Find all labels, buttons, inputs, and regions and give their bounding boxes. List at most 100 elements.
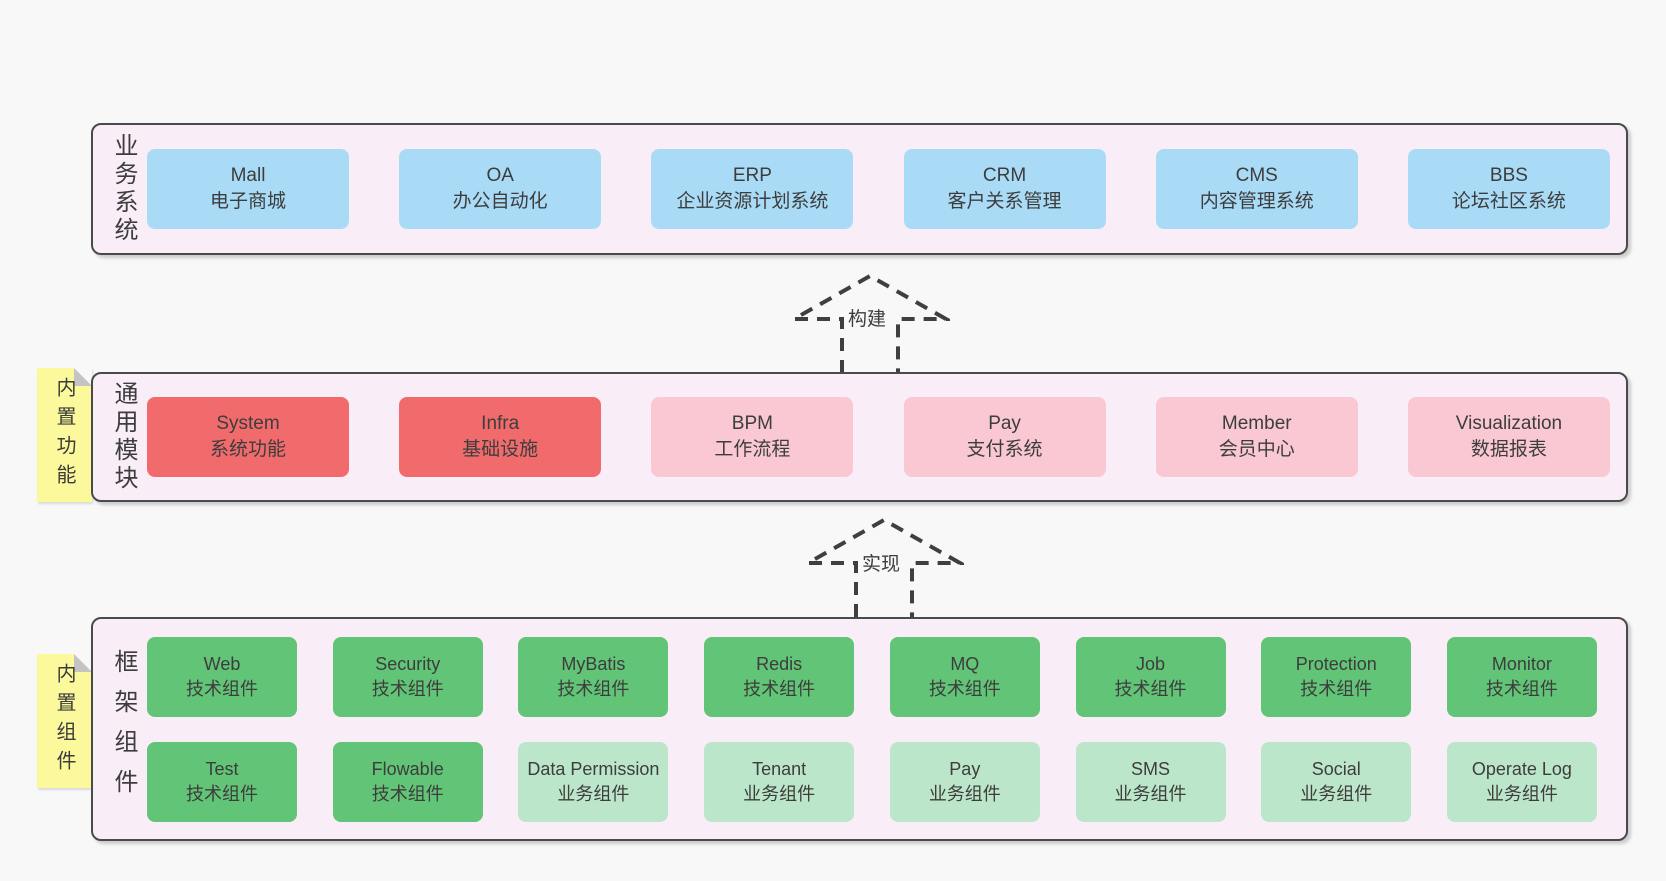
module-desc: 内容管理系统	[1199, 191, 1314, 212]
band-label-business-systems: 业务系统	[110, 133, 137, 245]
module-desc: 电子商城	[209, 191, 286, 212]
module-box-crm: CRM 客户关系管理	[903, 149, 1106, 229]
arrow-outline	[790, 273, 950, 373]
module-box-system: System 系统功能	[147, 397, 349, 477]
dashed-up-arrow-build	[790, 273, 950, 373]
sticky-note-text: 内置组件	[53, 663, 75, 779]
module-box-protection: Protection 技术组件	[1261, 636, 1412, 717]
module-desc: 业务组件	[1300, 783, 1373, 804]
module-desc: 技术组件	[743, 678, 816, 699]
folded-corner-icon	[74, 654, 92, 672]
module-desc: 工作流程	[714, 439, 791, 460]
module-box-flowable: Flowable 技术组件	[332, 741, 483, 822]
module-box-data-permission: Data Permission 业务组件	[518, 741, 669, 822]
module-desc: 技术组件	[1300, 678, 1373, 699]
module-name: Operate Log	[1471, 758, 1572, 779]
arrow-outline	[804, 517, 964, 617]
module-desc: 数据报表	[1470, 439, 1547, 460]
module-desc: 论坛社区系统	[1451, 191, 1566, 212]
module-box-web: Web 技术组件	[147, 636, 297, 717]
module-box-oa: OA 办公自动化	[399, 149, 602, 229]
module-name: CRM	[982, 165, 1027, 186]
module-name: MyBatis	[561, 653, 626, 674]
module-name: Flowable	[371, 758, 444, 779]
module-box-monitor: Monitor 技术组件	[1446, 636, 1597, 717]
module-box-pay: Pay 业务组件	[889, 741, 1040, 822]
module-name: Redis	[756, 653, 803, 674]
module-desc: 客户关系管理	[947, 191, 1062, 212]
module-name: Protection	[1295, 653, 1377, 674]
module-name: Pay	[949, 758, 981, 779]
module-desc: 企业资源计划系统	[676, 191, 829, 212]
module-box-redis: Redis 技术组件	[704, 636, 855, 717]
module-box-mybatis: MyBatis 技术组件	[518, 636, 669, 717]
module-desc: 业务组件	[743, 783, 816, 804]
module-name: CMS	[1235, 165, 1278, 186]
module-box-cms: CMS 内容管理系统	[1155, 149, 1358, 229]
module-desc: 支付系统	[966, 439, 1043, 460]
sticky-note-built-in-components: 内置组件	[37, 654, 92, 788]
folded-corner-icon	[74, 368, 92, 386]
module-name: Monitor	[1491, 653, 1552, 674]
module-name: System	[216, 413, 280, 434]
sticky-note-text: 内置功能	[53, 377, 75, 493]
module-name: Visualization	[1455, 413, 1563, 434]
module-name: Member	[1221, 413, 1292, 434]
module-name: Tenant	[752, 758, 807, 779]
module-name: Pay	[988, 413, 1021, 434]
dashed-up-arrow-implement	[804, 517, 964, 617]
module-name: OA	[486, 165, 514, 186]
module-name: Job	[1136, 653, 1166, 674]
box-row: Mall 电子商城 OA 办公自动化 ERP 企业资源计划系统 CRM 客户关系管理 CMS 内容…	[147, 149, 1610, 229]
module-name: Infra	[481, 413, 520, 434]
module-desc: 会员中心	[1218, 439, 1295, 460]
band-business-boxes: Mall 电子商城 OA 办公自动化 ERP 企业资源计划系统 CRM 客户关系管理 CMS 内容…	[147, 125, 1610, 253]
module-desc: 办公自动化	[452, 191, 548, 212]
module-box-operate-log: Operate Log 业务组件	[1446, 741, 1597, 822]
module-name: SMS	[1131, 758, 1171, 779]
module-desc: 系统功能	[209, 439, 286, 460]
band-label-framework-components: 框架组件	[110, 649, 137, 809]
module-name: Social	[1311, 758, 1361, 779]
module-box-visualization: Visualization 数据报表	[1407, 397, 1610, 477]
module-desc: 基础设施	[462, 439, 539, 460]
module-box-member: Member 会员中心	[1155, 397, 1358, 477]
module-name: Web	[203, 653, 241, 674]
module-box-erp: ERP 企业资源计划系统	[651, 149, 854, 229]
band-label-common-modules: 通用模块	[110, 381, 137, 493]
module-box-infra: Infra 基础设施	[399, 397, 602, 477]
module-box-social: Social 业务组件	[1261, 741, 1412, 822]
module-desc: 技术组件	[186, 678, 258, 699]
arrow-label-build: 构建	[845, 303, 890, 332]
module-name: Mall	[230, 165, 266, 186]
module-name: BBS	[1489, 165, 1528, 186]
module-desc: 技术组件	[928, 678, 1001, 699]
module-name: ERP	[732, 165, 772, 186]
module-name: Data Permission	[527, 758, 660, 779]
module-box-bbs: BBS 论坛社区系统	[1407, 149, 1610, 229]
module-box-pay: Pay 支付系统	[903, 397, 1106, 477]
module-desc: 技术组件	[186, 783, 258, 804]
module-desc: 业务组件	[1114, 783, 1187, 804]
module-desc: 技术组件	[371, 783, 444, 804]
module-desc: 业务组件	[1485, 783, 1558, 804]
module-box-sms: SMS 业务组件	[1075, 741, 1226, 822]
module-desc: 业务组件	[928, 783, 1001, 804]
module-desc: 技术组件	[557, 678, 630, 699]
module-desc: 业务组件	[557, 783, 630, 804]
sticky-note-built-in-features: 内置功能	[37, 368, 92, 502]
module-desc: 技术组件	[1485, 678, 1558, 699]
module-name: MQ	[950, 653, 980, 674]
module-box-mall: Mall 电子商城	[147, 149, 349, 229]
module-box-mq: MQ 技术组件	[889, 636, 1040, 717]
